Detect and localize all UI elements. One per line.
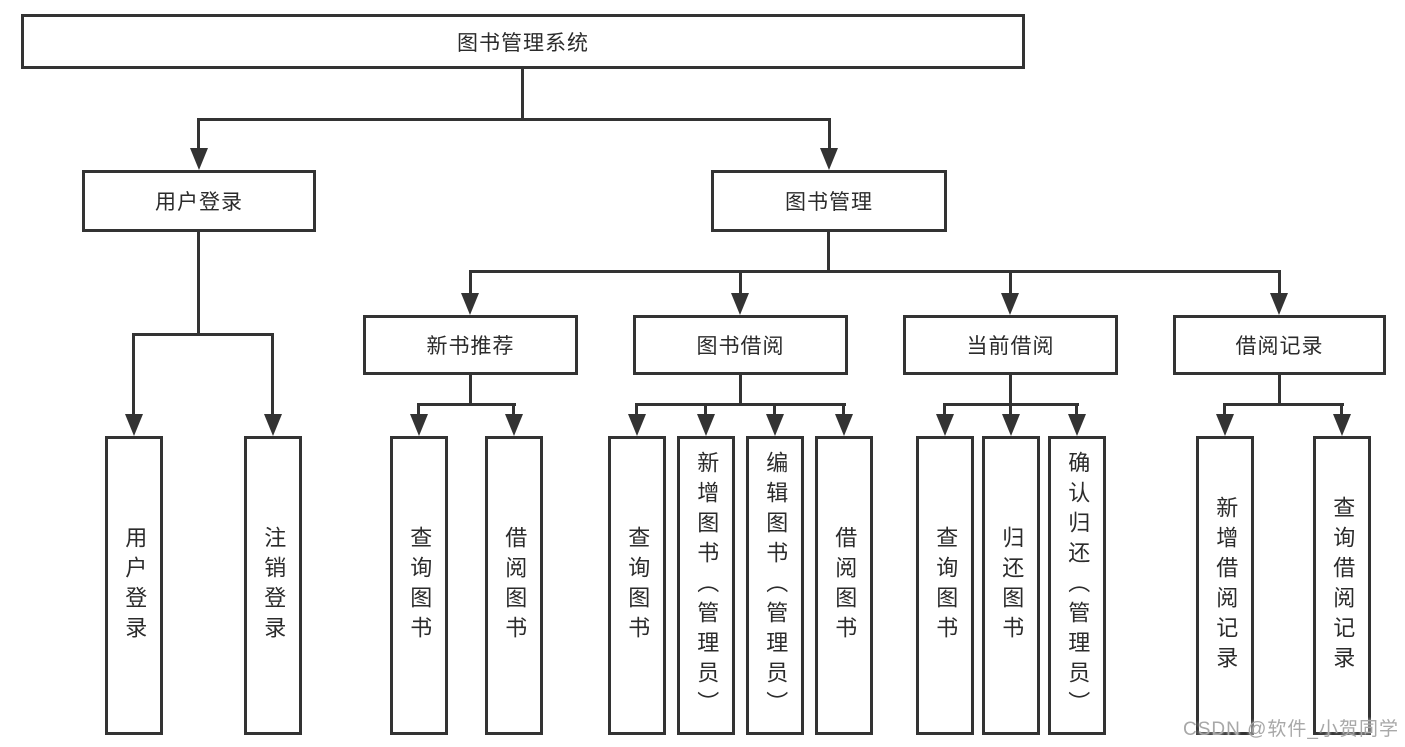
connector-line [1223,403,1226,416]
connector-line [1075,403,1078,416]
connector-line [739,270,742,295]
connector-line [635,403,846,406]
node-new-book-recommend: 新书推荐 [363,315,578,375]
leaf-add-borrow-record: 新增借阅记录 [1196,436,1254,735]
leaf-confirm-return-admin: 确认归还（管理员） [1048,436,1106,735]
arrow-down-icon [1001,293,1019,315]
connector-line [417,403,516,406]
node-label: 当前借阅 [966,335,1055,358]
leaf-return-books: 归还图书 [982,436,1040,735]
arrow-down-icon [697,414,715,436]
connector-line [417,403,420,416]
node-label: 新增借阅记录 [1213,495,1239,676]
arrow-down-icon [1333,414,1351,436]
arrow-down-icon [190,148,208,170]
connector-line [469,270,472,295]
arrow-down-icon [125,414,143,436]
node-label: 查询图书 [933,525,959,646]
arrow-down-icon [1002,414,1020,436]
arrow-down-icon [936,414,954,436]
leaf-borrow-books: 借阅图书 [815,436,873,735]
node-label: 图书管理系统 [457,31,589,55]
leaf-logout: 注销登录 [244,436,302,735]
node-book-management-system: 图书管理系统 [21,14,1025,69]
arrow-down-icon [505,414,523,436]
csdn-watermark: CSDN @软件_小贺同学 [1183,719,1399,740]
node-label: 借阅图书 [502,525,528,646]
node-label: 新增图书（管理员） [694,450,720,721]
leaf-add-books-admin: 新增图书（管理员） [677,436,735,735]
connector-line [469,375,472,405]
connector-line [512,403,515,416]
connector-line [271,333,274,416]
node-label: 编辑图书（管理员） [763,450,789,721]
leaf-query-books-borrowing: 查询图书 [608,436,666,735]
node-book-borrowing: 图书借阅 [633,315,848,375]
connector-line [704,403,707,416]
leaf-query-books-current: 查询图书 [916,436,974,735]
connector-line [1340,403,1343,416]
connector-line [197,118,200,152]
node-current-borrowing: 当前借阅 [903,315,1118,375]
node-label: 归还图书 [999,525,1025,646]
leaf-query-books-recommend: 查询图书 [390,436,448,735]
arrow-down-icon [835,414,853,436]
node-label: 用户登录 [122,525,148,646]
connector-line [1278,270,1281,295]
connector-line [197,232,200,335]
node-label: 借阅图书 [832,525,858,646]
connector-line [1223,403,1344,406]
arrow-down-icon [461,293,479,315]
connector-line [469,270,1281,273]
connector-line [739,375,742,405]
connector-line [521,69,524,120]
node-user-login: 用户登录 [82,170,316,232]
leaf-borrow-books-recommend: 借阅图书 [485,436,543,735]
node-label: 新书推荐 [426,335,515,358]
arrow-down-icon [766,414,784,436]
arrow-down-icon [410,414,428,436]
connector-line [773,403,776,416]
connector-line [1009,270,1012,295]
node-borrowing-records: 借阅记录 [1173,315,1386,375]
node-label: 用户登录 [155,191,243,214]
arrow-down-icon [264,414,282,436]
arrow-down-icon [1068,414,1086,436]
connector-line [827,232,830,272]
node-label: 图书管理 [785,191,873,214]
connector-line [1009,403,1012,416]
connector-line [1278,375,1281,405]
arrow-down-icon [628,414,646,436]
leaf-edit-books-admin: 编辑图书（管理员） [746,436,804,735]
connector-line [943,403,946,416]
connector-line [842,403,845,416]
node-label: 借阅记录 [1235,335,1324,358]
node-label: 查询图书 [625,525,651,646]
arrow-down-icon [1216,414,1234,436]
leaf-user-login: 用户登录 [105,436,163,735]
connector-line [197,118,831,121]
node-label: 注销登录 [261,525,287,646]
arrow-down-icon [1270,293,1288,315]
connector-line [635,403,638,416]
arrow-down-icon [820,148,838,170]
node-book-management: 图书管理 [711,170,947,232]
node-label: 确认归还（管理员） [1065,450,1091,721]
connector-line [132,333,135,416]
connector-line [1009,375,1012,405]
node-label: 查询借阅记录 [1330,495,1356,676]
arrow-down-icon [731,293,749,315]
connector-line [133,333,274,336]
node-label: 查询图书 [407,525,433,646]
node-label: 图书借阅 [696,335,785,358]
leaf-query-borrow-record: 查询借阅记录 [1313,436,1371,735]
connector-line [828,118,831,152]
